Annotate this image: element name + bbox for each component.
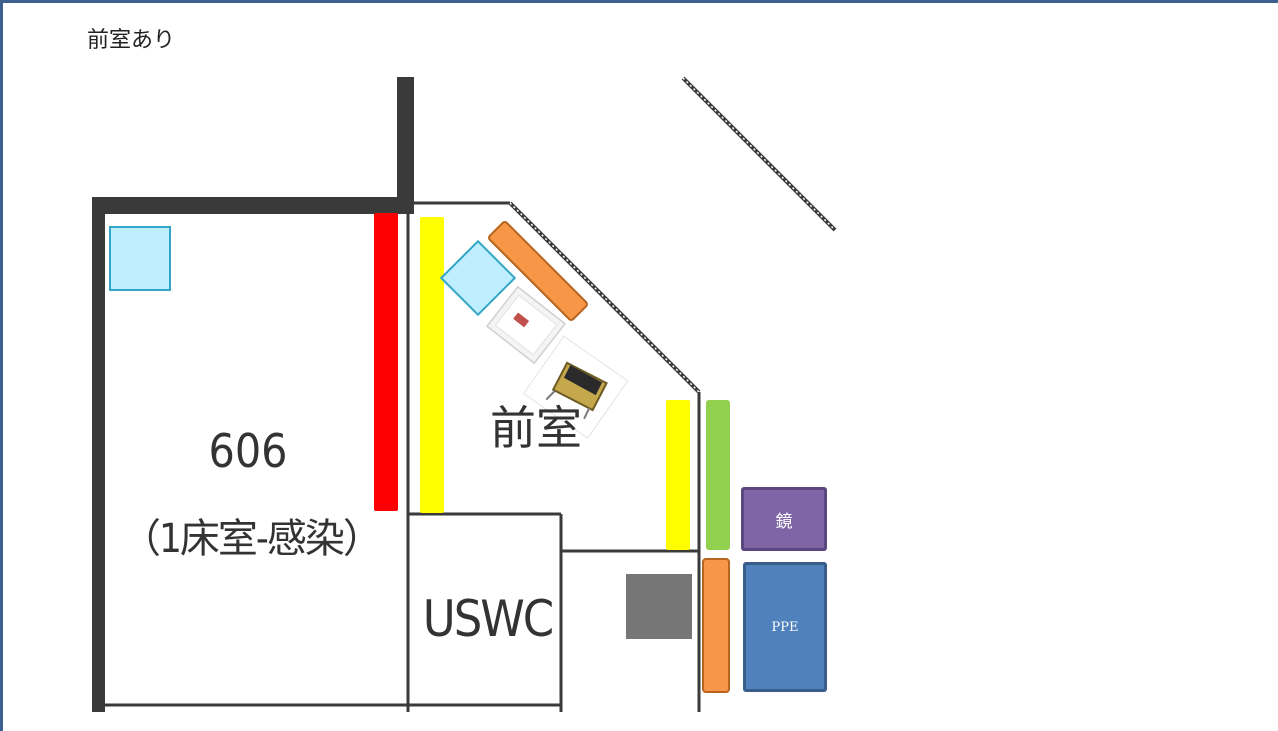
- mirror-box: 鏡: [741, 487, 827, 551]
- gray-equipment-box: [626, 574, 692, 639]
- yellow-zone-bar-right: [666, 400, 690, 550]
- orange-bar-vertical: [702, 558, 730, 693]
- room-number-label: 606: [208, 424, 288, 478]
- glove-box-icon: [485, 285, 567, 365]
- diagram-caption: 前室あり: [87, 28, 176, 53]
- orange-bar-diagonal: [488, 221, 588, 321]
- sink-anteroom: [439, 239, 517, 317]
- mirror-label: 鏡: [775, 511, 793, 532]
- room-type-label: （1床室-感染）: [121, 516, 383, 562]
- uswc-label: USWC: [422, 590, 554, 648]
- outer-diagonal-wall-dash: [682, 77, 836, 231]
- outer-diagonal-wall: [681, 76, 837, 232]
- ppe-box: PPE: [743, 562, 827, 692]
- yellow-zone-bar-left: [420, 217, 444, 513]
- room-606-left-wall: [92, 197, 105, 712]
- corridor-vertical-wall: [397, 77, 414, 214]
- ppe-label: PPE: [771, 619, 799, 635]
- red-zone-bar: [374, 213, 398, 511]
- anteroom-label: 前室: [490, 401, 582, 455]
- waste-bin-icon: [522, 335, 629, 439]
- sink-room-606: [109, 226, 171, 291]
- room-606-top-wall: [92, 197, 414, 214]
- anteroom-diagonal-wall: [508, 201, 701, 394]
- green-zone-bar: [706, 400, 730, 550]
